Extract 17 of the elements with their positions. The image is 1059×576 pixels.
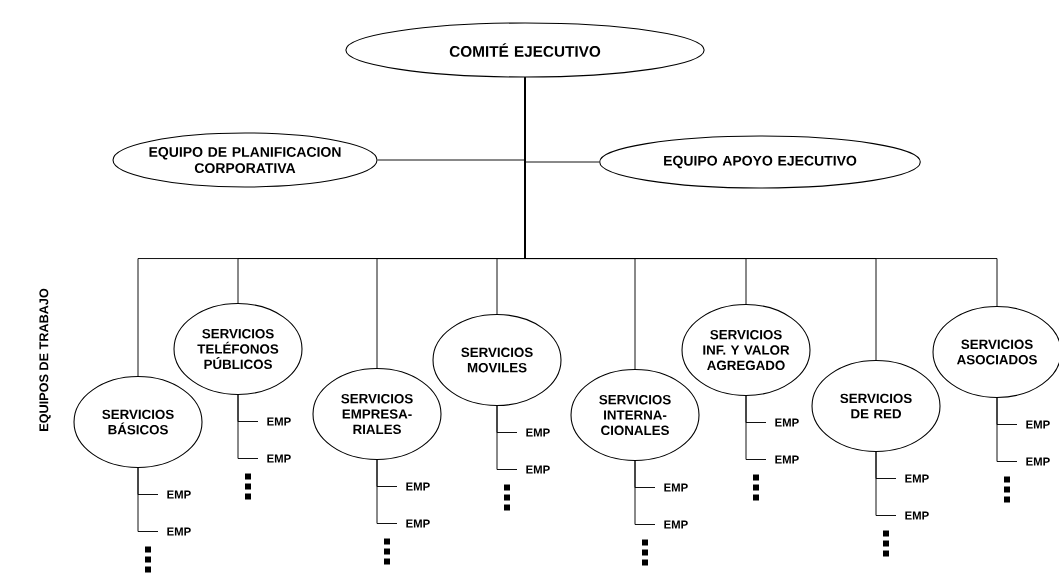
side-label: EQUIPOS DE TRABAJO xyxy=(39,288,51,431)
branch-label: EMP xyxy=(267,454,291,463)
branch-label: EMP xyxy=(167,490,191,499)
branch-label: EMP xyxy=(526,465,550,474)
branch-label: EMP xyxy=(406,519,430,528)
branch-label: EMP xyxy=(267,417,291,426)
branch-label: EMP xyxy=(167,527,191,536)
branch-label: EMP xyxy=(1026,420,1050,429)
branch-label: EMP xyxy=(905,474,929,483)
branch-label: EMP xyxy=(664,483,688,492)
branch-label: EMP xyxy=(775,418,799,427)
branch-label: EMP xyxy=(775,455,799,464)
branch-label: EMP xyxy=(1026,457,1050,466)
branch-label: EMP xyxy=(664,520,688,529)
branch-label: EMP xyxy=(526,428,550,437)
branch-label: EMP xyxy=(406,482,430,491)
branch-label: EMP xyxy=(905,511,929,520)
